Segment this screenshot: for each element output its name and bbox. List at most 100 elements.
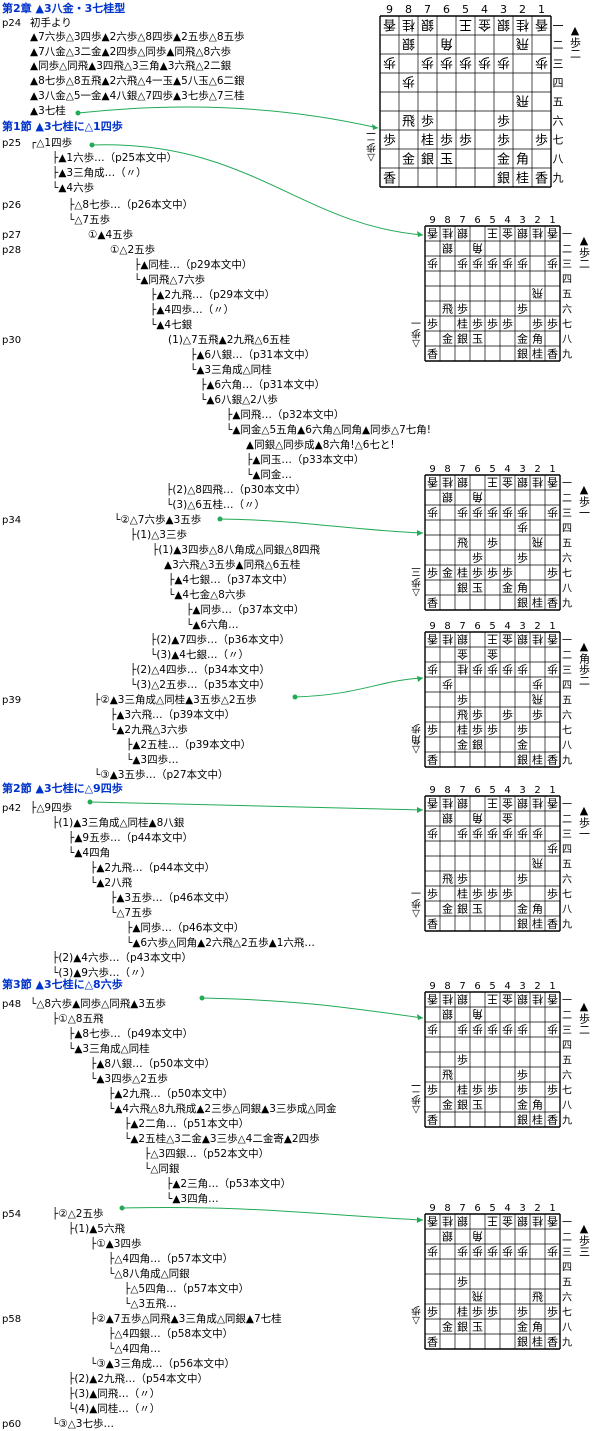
shogi-piece: 銀 [517,753,528,767]
shogi-piece: 玉 [440,152,453,167]
variation-line: ├▲同歩…（p46本文中） [126,922,245,934]
shogi-piece: 金 [487,647,498,661]
shogi-piece: 歩 [547,662,558,676]
shogi-piece: 金 [502,226,513,240]
shogi-piece: 王 [487,226,498,239]
shogi-piece: 歩 [487,317,498,331]
file-label: 1 [549,981,555,992]
variation-line: └▲4六飛△8九飛成▲2三歩△同銀▲3三歩成△同金 [108,1103,337,1115]
shogi-piece: 歩 [427,1305,438,1319]
shogi-piece: 香 [547,1336,558,1349]
variation-line: └▲同金△5五角▲6六角△同角▲同歩△7七角! [226,424,432,436]
variation-line: ├△4四銀…（p58本文中） [108,1328,234,1340]
shogi-piece: 飛 [442,1069,453,1082]
shogi-piece: 角 [472,241,483,254]
shogi-piece: 歩 [459,133,472,148]
variation-line: ├(2)△4四歩…（p34本文中） [130,664,270,676]
shogi-piece: 歩 [427,662,438,676]
shogi-piece: 歩 [472,887,483,901]
rank-label: 五 [562,290,572,301]
shogi-piece: 歩 [457,256,468,270]
variation-line: ├▲2九飛…（p44本文中） [90,862,216,874]
shogi-piece: 飛 [532,692,543,705]
connector-arrow [89,801,424,811]
file-label: 1 [549,785,555,796]
file-label: 2 [534,215,540,226]
variation-line: └▲同飛△7六歩 [134,274,206,286]
shogi-piece: 香 [427,226,438,239]
shogi-piece: 香 [427,348,438,361]
shogi-piece: 桂 [457,662,468,676]
page-ref: p28 [2,245,22,256]
variation-line: ├▲3五歩…（p46本文中） [110,892,236,904]
variation-line: └▲3三角成△同桂 [190,364,272,376]
sente-hand: ▲歩二 [578,1000,591,1035]
rank-label: 八 [562,584,572,595]
rank-label: 三 [562,1248,572,1259]
file-label: 5 [462,3,469,16]
variation-line: └△7五歩 [110,907,153,919]
shogi-piece: 歩 [472,1244,483,1258]
shogi-piece: 歩 [487,505,498,519]
shogi-piece: 金 [502,632,513,646]
shogi-piece: 歩 [383,55,396,70]
variation-line: ├▲8七歩…（p49本文中） [68,1028,194,1040]
shogi-piece: 桂 [516,17,529,32]
file-label: 3 [519,621,525,632]
shogi-piece: 桂 [532,1113,543,1127]
shogi-piece: 歩 [440,55,453,70]
page-ref: p34 [2,515,22,526]
shogi-piece: 銀 [457,632,468,646]
file-label: 8 [444,1203,450,1214]
shogi-piece: 飛 [516,93,529,108]
intro-line: ▲3七桂 [30,105,66,117]
shogi-piece: 歩 [472,1022,483,1036]
file-label: 7 [459,464,465,475]
shogi-piece: 香 [547,1214,558,1227]
shogi-piece: 桂 [457,317,468,331]
shogi-piece: 歩 [472,551,483,565]
shogi-piece: 歩 [497,133,510,148]
rank-label: 五 [553,96,564,109]
file-label: 8 [444,981,450,992]
variation-line: └▲4六歩 [52,182,95,194]
shogi-piece: 歩 [487,887,498,901]
shogi-piece: 歩 [478,55,491,70]
variation-line: ├(2)▲4六歩…（p43本文中） [52,952,192,964]
variation-line: └△7五歩 [68,214,111,226]
gote-hand: △ 歩 二 [366,130,376,163]
shogi-piece: 銀 [517,992,528,1006]
shogi-piece: 角 [516,152,529,167]
intro-line: 初手より [30,17,72,29]
variation-line: ├▲1六歩…（p25本文中） [52,152,178,164]
variation-line: └▲2五桂△3二金▲3三歩△4二金寄▲2四歩 [124,1133,320,1145]
file-label: 2 [534,621,540,632]
rank-label: 六 [562,304,572,316]
file-label: 9 [429,785,435,796]
shogi-piece: 歩 [487,536,498,550]
shogi-piece: 桂 [442,992,453,1006]
shogi-piece: 王 [487,796,498,809]
shogi-piece: 歩 [457,693,468,707]
shogi-piece: 桂 [532,596,543,610]
connector-dot [75,110,81,116]
variation-line: └▲3三角成△同桂 [68,1043,150,1055]
shogi-piece: 歩 [442,677,453,691]
shogi-piece: 角 [532,333,543,346]
rank-label: 八 [562,1101,572,1112]
shogi-piece: 歩 [487,1022,498,1036]
variation-line: ├▲2九飛…（p50本文中） [108,1088,234,1100]
shogi-piece: 歩 [487,662,498,676]
shogi-piece: 飛 [472,1289,483,1302]
variation-line: └△3五飛… [124,1298,177,1310]
rank-label: 二 [562,815,572,826]
rank-label: 五 [562,1056,572,1067]
shogi-piece: 桂 [457,1083,468,1097]
gote-hand: △ 歩 三 [411,565,421,598]
variation-line: └▲3四歩△2五歩 [90,1073,168,1085]
